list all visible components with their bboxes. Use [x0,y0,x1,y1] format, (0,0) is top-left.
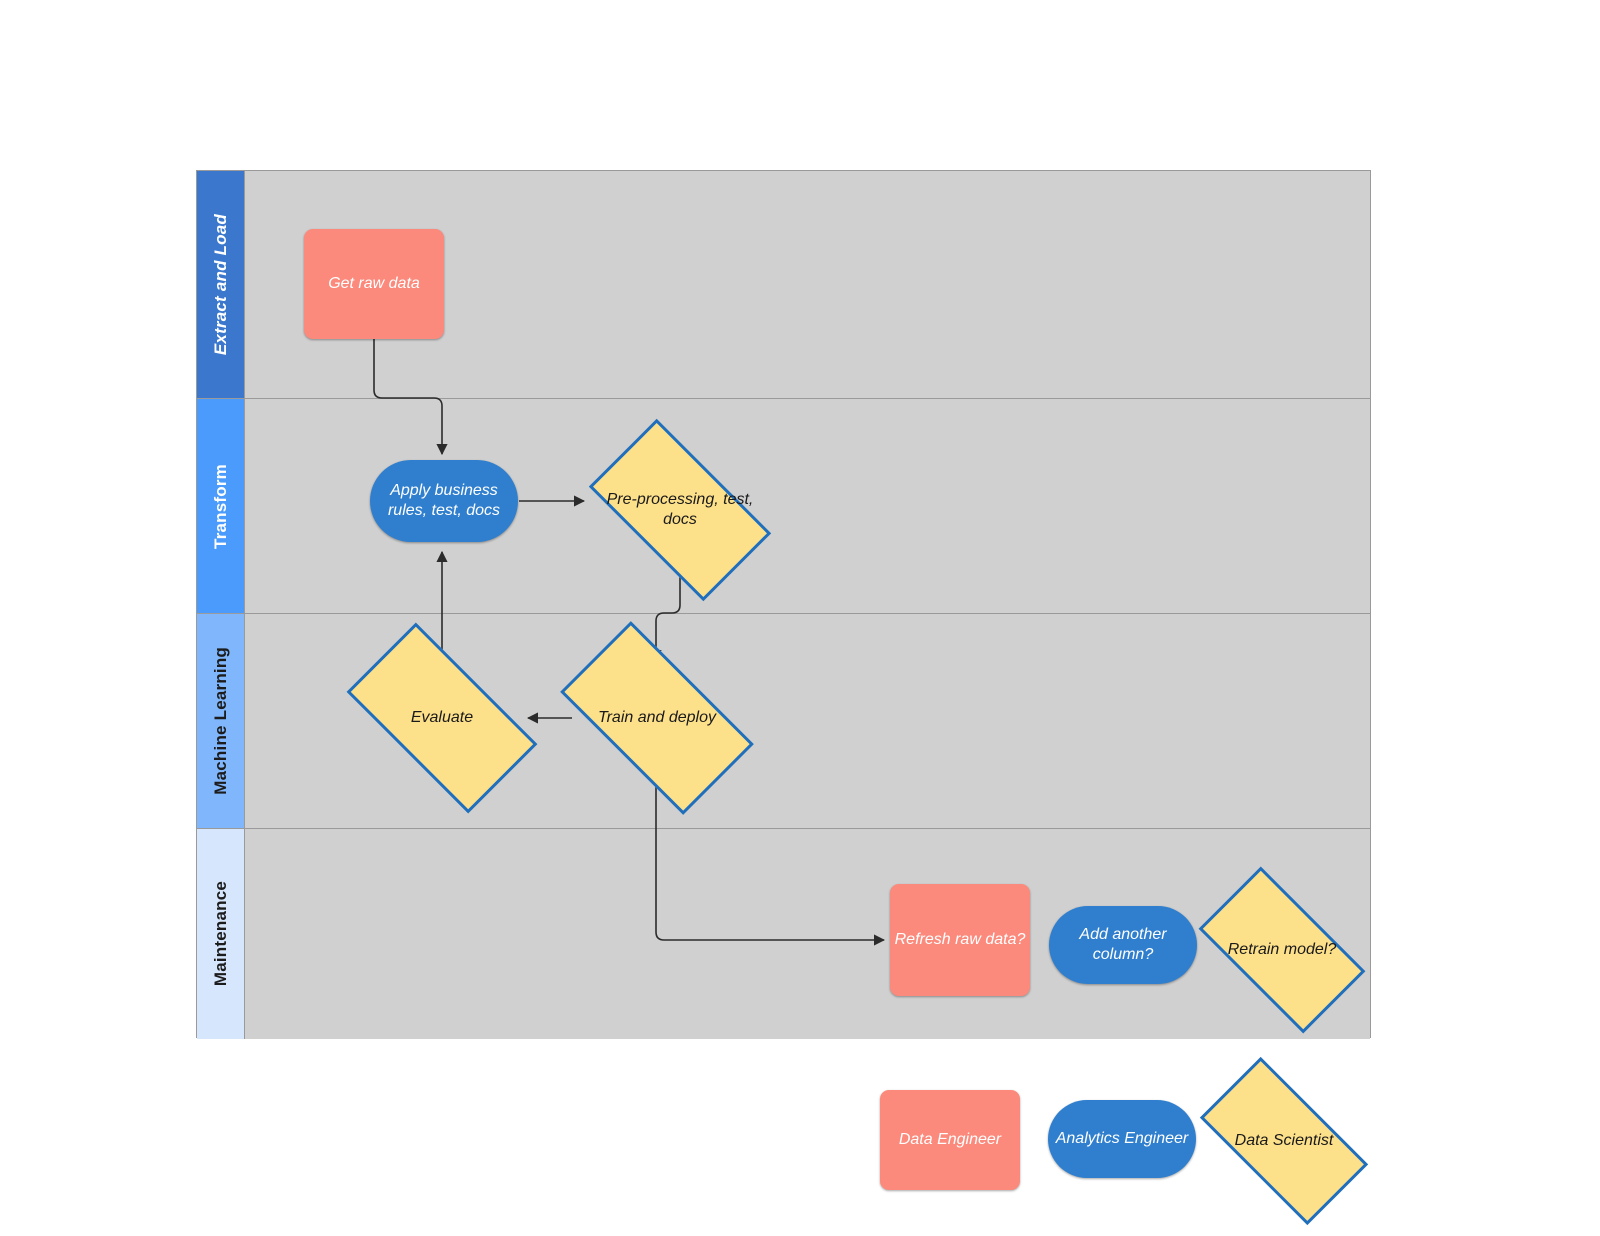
legend-item-data-engineer[interactable]: Data Engineer [880,1090,1020,1190]
legend-label: Analytics Engineer [1055,1130,1189,1148]
lane-header-machine-learning: Machine Learning [197,614,245,828]
lane-header-extract-and-load: Extract and Load [197,171,245,398]
legend-item-analytics-engineer[interactable]: Analytics Engineer [1048,1100,1196,1178]
legend: Data Engineer Analytics Engineer Data Sc… [880,1056,1369,1226]
lane-title-transform: Transform [210,463,230,549]
node-label: Evaluate [410,709,474,727]
lane-title-extract-and-load: Extract and Load [210,213,230,356]
node-label: Refresh raw data? [894,931,1026,949]
node-get-raw-data[interactable]: Get raw data [304,229,444,339]
node-pre-processing[interactable]: Pre-processing, test, docs [588,418,772,602]
lane-header-maintenance: Maintenance [197,829,245,1039]
node-refresh-raw-data[interactable]: Refresh raw data? [890,884,1030,996]
node-label: Pre-processing, test, docs [606,491,754,528]
lane-title-machine-learning: Machine Learning [210,647,230,795]
legend-label: Data Scientist [1234,1132,1334,1150]
legend-item-data-scientist[interactable]: Data Scientist [1199,1056,1369,1226]
node-label: Get raw data [328,275,420,293]
node-evaluate[interactable]: Evaluate [346,622,538,814]
node-add-another-column[interactable]: Add another column? [1049,906,1197,984]
node-retrain-model[interactable]: Retrain model? [1198,866,1366,1034]
node-train-and-deploy[interactable]: Train and deploy [560,621,754,815]
node-label: Apply business rules, test, docs [387,482,501,519]
lane-title-maintenance: Maintenance [210,881,230,987]
node-label: Train and deploy [598,709,716,727]
legend-label: Data Engineer [898,1131,1002,1149]
node-label: Add another column? [1079,926,1167,963]
lane-header-transform: Transform [197,399,245,613]
node-apply-business-rules[interactable]: Apply business rules, test, docs [370,460,518,542]
node-label: Retrain model? [1227,941,1337,959]
